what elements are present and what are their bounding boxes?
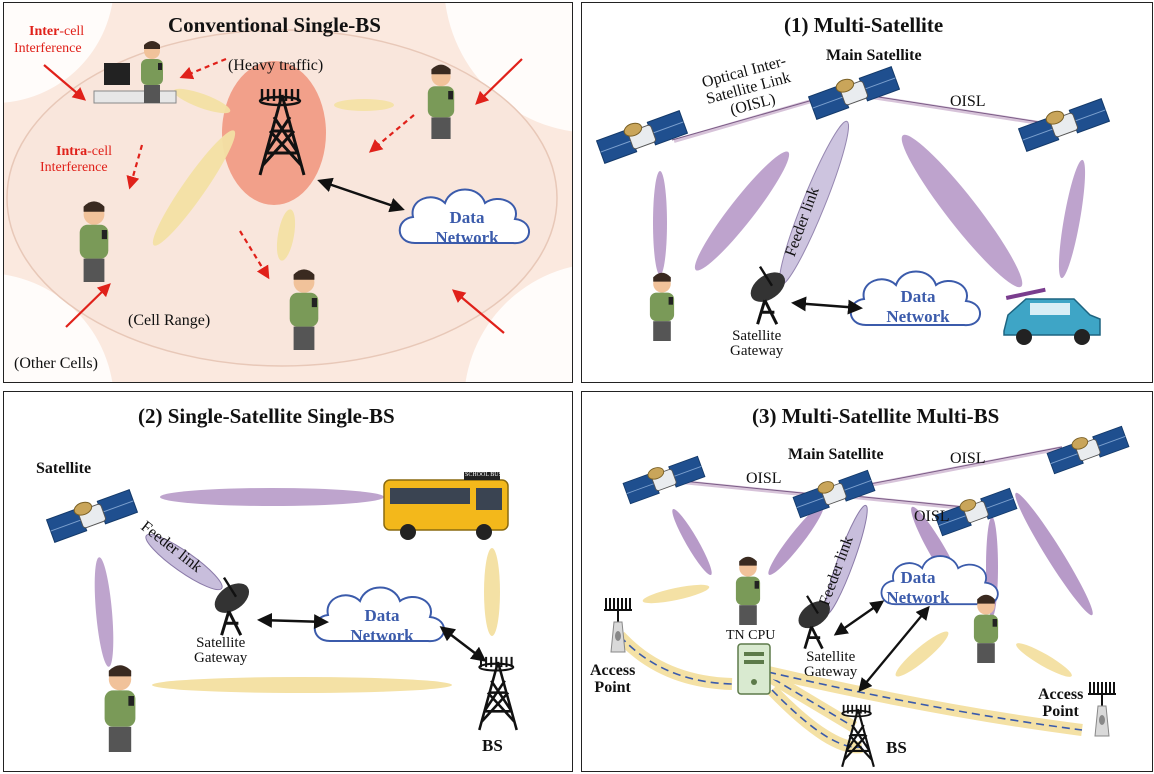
panel-c-drawing: [46, 472, 518, 752]
other-cells-label: (Other Cells): [14, 355, 98, 372]
tower-icon: [841, 703, 875, 768]
satellite-label: Satellite: [36, 460, 92, 477]
gateway-line-1: Satellite: [806, 649, 856, 665]
access-point-icon-right: [1087, 681, 1117, 737]
intra-cell-label: Intra-cell: [56, 144, 112, 160]
panel-a-drawing: [4, 3, 572, 382]
access-point-right-line-1: Access: [1038, 686, 1084, 703]
oisl-lines: [673, 93, 1053, 143]
panel-single-satellite-single-bs: (2) Single-Satellite Single-BS Satellite…: [3, 391, 573, 772]
satellite-icon-main: [808, 66, 900, 120]
bus-sign: SCHOOL BUS: [465, 472, 502, 478]
satellite-icon: [46, 489, 138, 543]
cpu-icon: [737, 643, 771, 695]
person-icon-center: [735, 556, 761, 625]
panel-title: (3) Multi-Satellite Multi-BS: [752, 404, 1000, 428]
person-icon-right: [973, 594, 999, 663]
person-icon-phone: [427, 64, 455, 139]
main-satellite-label: Main Satellite: [826, 47, 922, 64]
oisl-label-1: OISL: [746, 470, 782, 487]
panel-title: (1) Multi-Satellite: [784, 13, 944, 37]
bs-label: BS: [886, 738, 907, 757]
beams: [94, 488, 500, 693]
cloud-line-2: Network: [886, 307, 950, 326]
bs-label: BS: [482, 736, 503, 755]
cloud-line-2: Network: [350, 626, 414, 645]
cloud-line-1: Data: [449, 208, 485, 227]
intra-interference-label: Interference: [40, 160, 108, 175]
person-icon-desk: [93, 41, 177, 104]
inter-interference-label: Interference: [14, 41, 82, 56]
panel-b-drawing: [596, 66, 1110, 345]
satellite-icon-right: [1018, 98, 1110, 152]
gateway-line-2: Gateway: [804, 664, 858, 680]
inter-cell-rest: -cell: [59, 24, 85, 39]
panel-conventional-single-bs: Conventional Single-BS Inter-cell Interf…: [3, 2, 573, 383]
heavy-traffic-label: (Heavy traffic): [228, 57, 324, 74]
panel-multi-satellite-multi-bs: (3) Multi-Satellite Multi-BS Main Satell…: [581, 391, 1153, 772]
panel-title: (2) Single-Satellite Single-BS: [138, 404, 395, 428]
satellite-icon-left: [622, 455, 706, 505]
beams: [152, 88, 394, 261]
person-icon-laptop: [289, 269, 319, 350]
cloud-line-1: Data: [364, 606, 400, 625]
cloud-line-1: Data: [900, 568, 936, 587]
person-icon: [104, 665, 136, 752]
gateway-line-1: Satellite: [196, 635, 246, 651]
cloud-line-2: Network: [435, 228, 499, 247]
satellite-icon-left: [596, 110, 688, 164]
main-satellite-label: Main Satellite: [788, 446, 884, 463]
bus-icon: [383, 472, 509, 540]
inter-cell-label: Inter-cell: [29, 24, 84, 40]
oisl-label: OISL: [950, 93, 986, 110]
gateway-line-1: Satellite: [732, 328, 782, 344]
access-point-left-line-2: Point: [594, 679, 631, 696]
cloud-line-2: Network: [886, 588, 950, 607]
cloud-line-1: Data: [900, 287, 936, 306]
intra-cell-rest: -cell: [87, 144, 112, 159]
oisl-label-2: OISL: [950, 450, 986, 467]
panel-d-drawing: [603, 425, 1130, 768]
person-icon-left: [79, 201, 109, 282]
panel-title: Conventional Single-BS: [168, 13, 381, 37]
car-icon: [1003, 287, 1101, 345]
access-point-left-line-1: Access: [590, 662, 636, 679]
beams: [642, 492, 1093, 677]
gateway-line-2: Gateway: [730, 343, 784, 359]
tower-icon: [478, 655, 518, 732]
inter-cell-bold: Inter: [29, 24, 60, 39]
intra-cell-bold: Intra: [56, 144, 88, 159]
tn-cpu-label: TN CPU: [726, 628, 776, 643]
gateway-line-2: Gateway: [194, 650, 248, 666]
oisl-label-3: OISL: [914, 508, 950, 525]
heavy-traffic-cell: [222, 61, 326, 205]
cell-range-label: (Cell Range): [128, 312, 211, 329]
satellite-icon-right: [1046, 425, 1130, 475]
access-point-right-line-2: Point: [1042, 703, 1079, 720]
person-icon: [649, 272, 675, 341]
panel-multi-satellite: (1) Multi-Satellite Main Satellite Optic…: [581, 2, 1153, 383]
